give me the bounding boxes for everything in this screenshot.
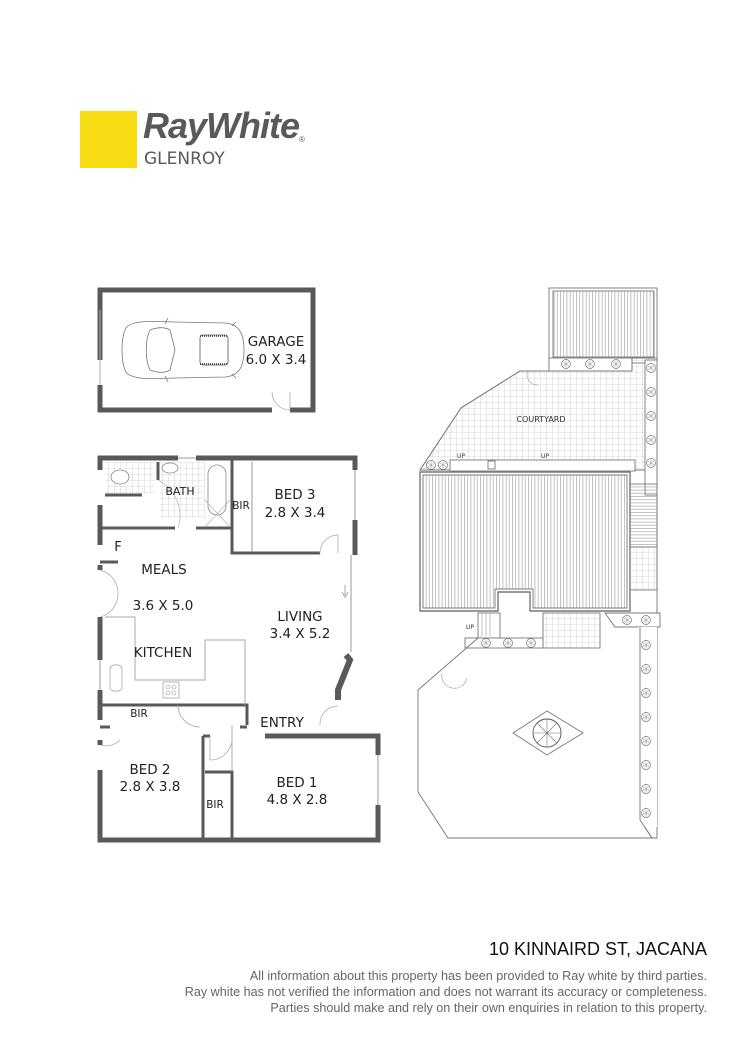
room-name-living: LIVING — [277, 609, 322, 625]
registered-mark: ® — [299, 135, 305, 144]
room-name-garage: GARAGE — [248, 334, 305, 350]
garage-room: GARAGE 6.0 X 3.4 — [97, 287, 316, 413]
logo-brand-name: RayWhite® — [143, 105, 305, 146]
step-label-up: UP — [457, 453, 465, 460]
room-name-bir-hall: BIR — [130, 708, 148, 720]
disclaimer-line: Parties should make and rely on their ow… — [270, 1001, 707, 1015]
room-name-entry: ENTRY — [260, 715, 304, 731]
disclaimer-line: Ray white has not verified the informati… — [184, 985, 707, 999]
room-name-bir-bed1: BIR — [206, 799, 224, 811]
disclaimer-line: All information about this property has … — [249, 969, 707, 983]
room-name-bath: BATH — [165, 485, 194, 498]
room-name-kitchen: KITCHEN — [134, 645, 193, 661]
room-name-bed2: BED 2 — [129, 762, 170, 778]
room-size-bed3: 2.8 X 3.4 — [265, 505, 326, 521]
room-name-fridge: F — [114, 540, 121, 555]
room-name-bed1: BED 1 — [276, 775, 317, 791]
garden-feature-icon — [512, 710, 584, 756]
property-address: 10 KINNAIRD ST, JACANA — [488, 939, 707, 959]
room-name-meals: MEALS — [141, 562, 187, 578]
site-plan: COURTYARD UP UP UP — [417, 287, 661, 839]
room-size-meals: 3.6 X 5.0 — [133, 598, 194, 614]
room-size-living: 3.4 X 5.2 — [270, 626, 331, 642]
room-name-bir-bed3: BIR — [232, 500, 250, 512]
step-label-up: UP — [541, 453, 549, 460]
logo-office-name: GLENROY — [144, 149, 225, 169]
logo-yellow-square — [80, 111, 137, 168]
car-icon — [121, 317, 245, 383]
step-label-up: UP — [466, 624, 474, 631]
house-floorplan: BATH BIR BED 3 2.8 X 3.4 F MEALS 3.6 X 5… — [97, 455, 381, 843]
room-size-bed1: 4.8 X 2.8 — [267, 792, 328, 808]
courtyard-label: COURTYARD — [516, 415, 565, 424]
disclaimer: All information about this property has … — [185, 968, 707, 1016]
room-size-garage: 6.0 X 3.4 — [246, 352, 307, 368]
room-name-bed3: BED 3 — [274, 487, 315, 503]
room-size-bed2: 2.8 X 3.8 — [120, 779, 181, 795]
